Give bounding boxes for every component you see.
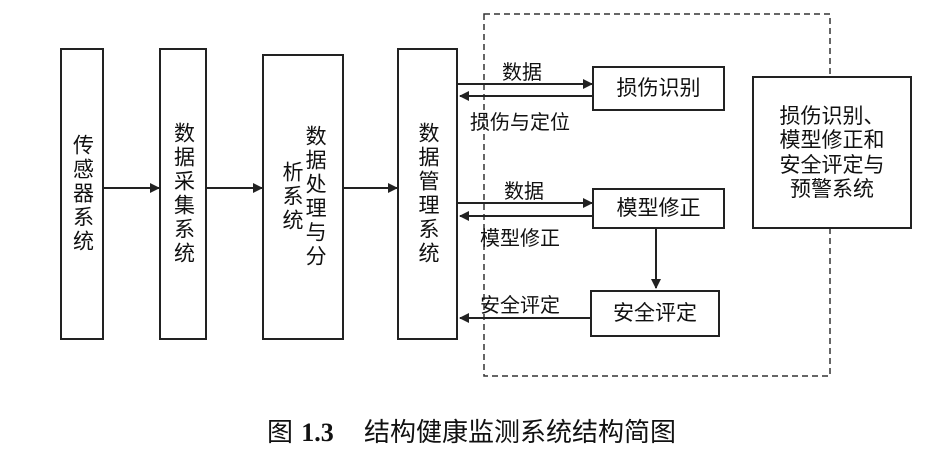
processing-system-label: 数据处理与分析系统: [280, 125, 328, 269]
edge-label-damage-location: 损伤与定位: [470, 110, 570, 134]
figure-caption: 图 1.3 结构健康监测系统结构简图: [0, 412, 943, 449]
damage-identification-label: 损伤识别: [616, 76, 701, 101]
caption-title: 结构健康监测系统结构简图: [364, 418, 677, 448]
caption-number: 1.3: [301, 418, 334, 447]
safety-evaluation-box: 安全评定: [590, 290, 720, 337]
edge-label-safety-evaluation: 安全评定: [480, 293, 560, 317]
warning-system-label: 损伤识别、 模型修正和 安全评定与 预警系统: [779, 104, 885, 201]
edge-label-data-middle: 数据: [504, 179, 544, 203]
dashed-subsystem-region: [483, 13, 831, 377]
acquisition-system-box: 数据采集系统: [159, 48, 207, 340]
sensor-system-label: 传感器系统: [70, 134, 95, 254]
caption-prefix: 图: [266, 418, 293, 448]
processing-system-box: 数据处理与分析系统: [262, 54, 344, 340]
management-system-label: 数据管理系统: [416, 122, 441, 266]
acquisition-system-label: 数据采集系统: [171, 122, 196, 266]
model-update-box: 模型修正: [592, 188, 725, 229]
safety-evaluation-label: 安全评定: [613, 301, 697, 326]
sensor-system-box: 传感器系统: [60, 48, 104, 340]
warning-system-box: 损伤识别、 模型修正和 安全评定与 预警系统: [752, 76, 912, 229]
edge-label-data-top: 数据: [502, 60, 542, 84]
damage-identification-box: 损伤识别: [592, 66, 725, 111]
model-update-label: 模型修正: [616, 196, 701, 221]
management-system-box: 数据管理系统: [397, 48, 458, 340]
edge-label-model-update: 模型修正: [480, 226, 560, 250]
